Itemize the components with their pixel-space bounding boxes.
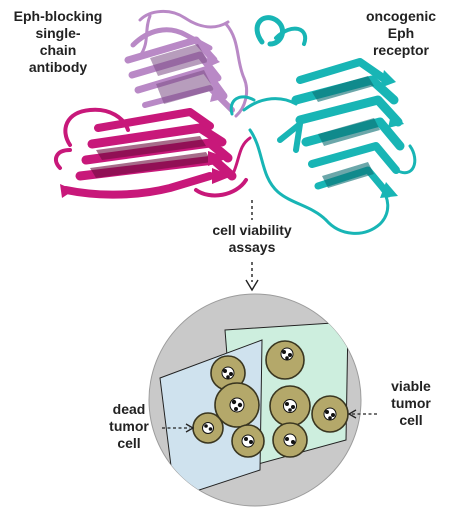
antibody-label: Eph-blocking single- chain antibody xyxy=(13,8,103,75)
tumor-cell xyxy=(265,340,305,380)
tumor-cell-viable xyxy=(311,395,349,433)
antibody-structure xyxy=(53,10,252,199)
assay-label: cell viability assays xyxy=(212,222,292,255)
tumor-cell xyxy=(272,422,308,458)
viable-cell-label: viable tumor cell xyxy=(391,378,431,428)
receptor-label: oncogenic Eph receptor xyxy=(365,8,436,58)
pointer-lines xyxy=(162,409,378,433)
receptor-structure xyxy=(229,15,417,235)
tumor-cells xyxy=(192,340,349,458)
tumor-cell-dead xyxy=(192,412,224,444)
tumor-cell xyxy=(231,424,265,458)
tumor-cell xyxy=(214,382,260,428)
tumor-cell xyxy=(210,355,246,391)
tumor-cell xyxy=(269,385,311,427)
assay-arrow xyxy=(245,200,259,292)
dead-cell-label: dead tumor cell xyxy=(109,401,149,451)
